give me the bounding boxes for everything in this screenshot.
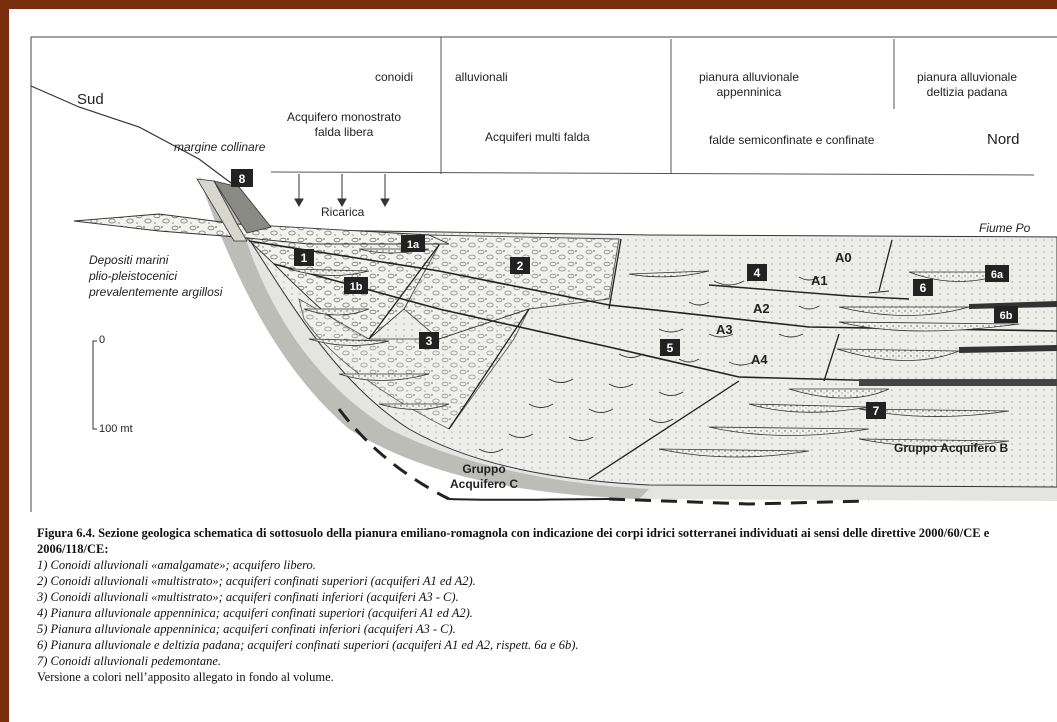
svg-text:2: 2 <box>517 259 524 273</box>
margin-wedge-light <box>196 178 248 242</box>
scale-bar <box>92 340 97 430</box>
zone-box-1: 1 <box>294 249 314 266</box>
label-fiume-po: Fiume Po <box>979 221 1031 235</box>
label-pianura-deltizia-2: deltizia padana <box>927 85 1008 99</box>
zone-box-1b: 1b <box>344 277 368 294</box>
figure-page: 0 100 mt Sud Nord conoidi alluvionali pi… <box>9 9 1057 722</box>
zone-box-3: 3 <box>419 332 439 349</box>
svg-text:5: 5 <box>667 341 674 355</box>
zone-box-8: 8 <box>231 169 253 187</box>
caption-item-5: 5) Pianura alluvionale appenninica; acqu… <box>37 622 456 636</box>
label-gruppo-c-1: Gruppo <box>462 462 505 476</box>
label-gruppo-b: Gruppo Acquifero B <box>894 441 1009 455</box>
margin-wedge-dark <box>213 180 272 234</box>
zone-box-7: 7 <box>866 402 886 419</box>
zone-box-4: 4 <box>747 264 767 281</box>
label-conoidi: conoidi <box>375 70 413 84</box>
zone-box-5: 5 <box>660 339 680 356</box>
caption-note: Versione a colori nell’apposito allegato… <box>37 670 334 684</box>
label-acquiferi-multi-falda: Acquiferi multi falda <box>485 130 590 144</box>
caption-item-2: 2) Conoidi alluvionali «multistrato»; ac… <box>37 574 476 588</box>
svg-text:6b: 6b <box>1000 310 1013 322</box>
svg-text:1a: 1a <box>407 239 420 251</box>
zone-box-2: 2 <box>510 257 530 274</box>
zone-box-6b: 6b <box>994 306 1018 323</box>
svg-text:6a: 6a <box>991 269 1004 281</box>
label-pianura-appenninica-2: appenninica <box>717 85 782 99</box>
zone-box-6: 6 <box>913 279 933 296</box>
label-alluvionali: alluvionali <box>455 70 508 84</box>
small-lenses <box>478 276 820 453</box>
label-depositi-2: plio-pleistocenici <box>88 269 177 283</box>
aquifer-a0: A0 <box>835 250 852 265</box>
label-ricarica: Ricarica <box>321 205 365 219</box>
label-falde-confinate: falde semiconfinate e confinate <box>709 133 875 147</box>
label-gruppo-c-2: Acquifero C <box>450 477 518 491</box>
svg-text:1b: 1b <box>350 281 363 293</box>
boundary-a1 <box>708 284 910 300</box>
scale-label-100: 100 mt <box>99 423 133 435</box>
caption-item-6: 6) Pianura alluvionale e deltizia padana… <box>37 638 579 652</box>
figure-caption: Figura 6.4. Sezione geologica schematica… <box>37 525 1057 685</box>
hill-profile <box>30 85 240 190</box>
caption-item-1: 1) Conoidi alluvionali «amalgamate»; acq… <box>37 558 316 572</box>
sand-lenses <box>288 248 1020 458</box>
aquifer-a3: A3 <box>716 322 733 337</box>
label-pianura-appenninica-1: pianura alluvionale <box>699 70 799 84</box>
label-acquifero-monostrato: Acquifero monostrato <box>287 110 401 124</box>
svg-text:8: 8 <box>239 172 246 186</box>
svg-text:7: 7 <box>873 404 880 418</box>
recharge-line <box>270 171 1035 176</box>
caption-item-4: 4) Pianura alluvionale appenninica; acqu… <box>37 606 473 620</box>
zone-box-6a: 6a <box>985 265 1009 282</box>
svg-text:6: 6 <box>920 281 927 295</box>
caption-title: Figura 6.4. Sezione geologica schematica… <box>37 526 990 556</box>
geological-section-diagram: 0 100 mt Sud Nord conoidi alluvionali pi… <box>30 36 1057 512</box>
zone-box-1a: 1a <box>401 235 425 252</box>
label-sud: Sud <box>77 91 104 108</box>
label-nord: Nord <box>987 131 1020 148</box>
base-boundary-right <box>608 497 870 506</box>
aquifer-a2: A2 <box>753 301 770 316</box>
label-falda-libera: falda libera <box>315 125 374 139</box>
aquifer-a1: A1 <box>811 273 828 288</box>
label-margine-collinare: margine collinare <box>174 140 266 154</box>
svg-text:3: 3 <box>426 334 433 348</box>
aquifer-a4: A4 <box>751 352 768 367</box>
caption-item-7: 7) Conoidi alluvionali pedemontane. <box>37 654 222 668</box>
fan-zone-3 <box>298 298 530 430</box>
svg-text:4: 4 <box>754 266 761 280</box>
svg-text:1: 1 <box>301 251 308 265</box>
caption-item-3: 3) Conoidi alluvionali «multistrato»; ac… <box>37 590 459 604</box>
basin-margin-strip <box>199 177 649 499</box>
label-depositi-3: prevalentemente argillosi <box>88 285 223 299</box>
label-depositi-1: Depositi marini <box>89 253 169 267</box>
label-pianura-deltizia-1: pianura alluvionale <box>917 70 1017 84</box>
recharge-arrows <box>294 174 390 208</box>
scale-label-0: 0 <box>99 334 105 346</box>
